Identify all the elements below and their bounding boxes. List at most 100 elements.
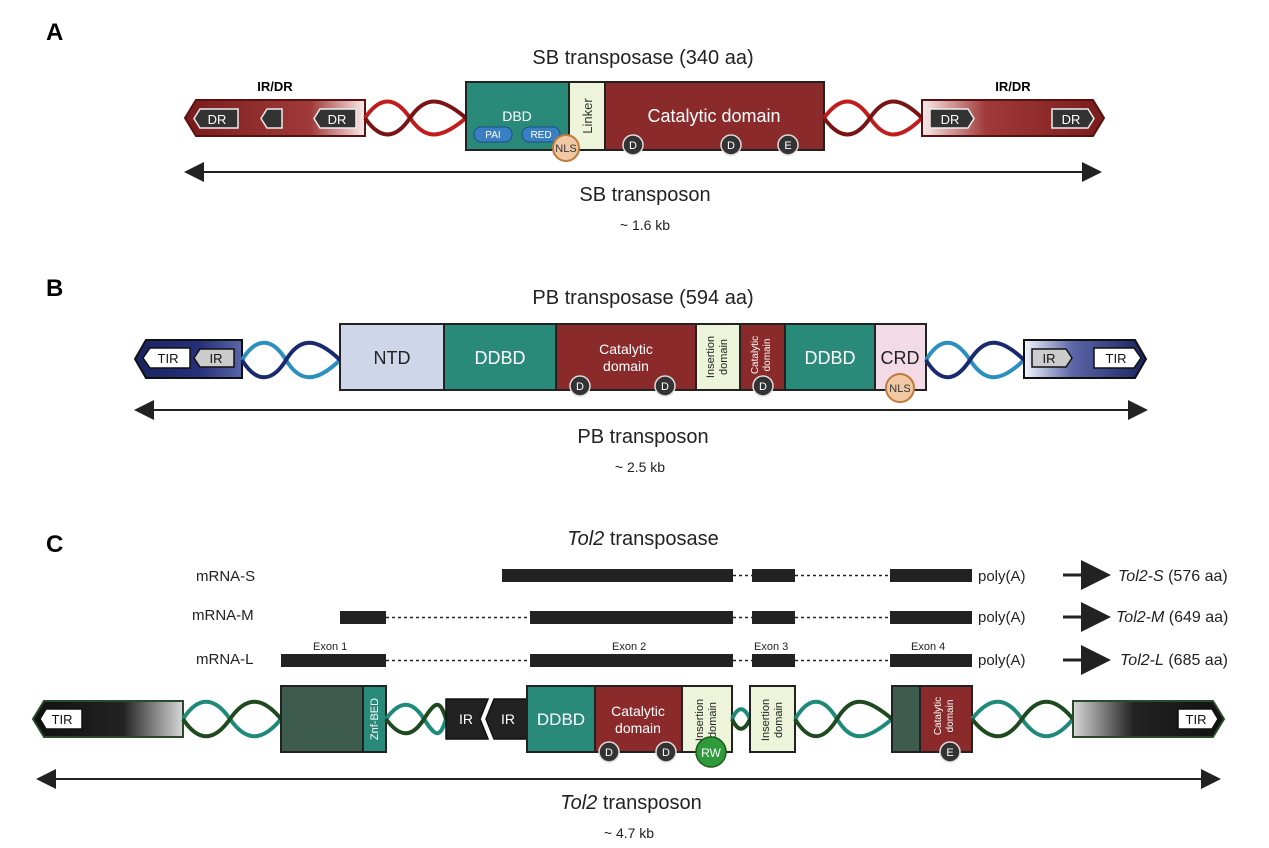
svg-text:DR: DR — [208, 112, 227, 127]
pb-transposon-size: ~ 2.5 kb — [615, 459, 665, 475]
pb-crd-domain — [874, 323, 927, 391]
pb-d-residue-3: D — [752, 375, 774, 397]
pb-catalytic-label-2: domain — [603, 358, 649, 374]
pb-catalytic-small-label-1: Catalytic — [750, 336, 761, 374]
tol2-exon1-block — [280, 685, 364, 753]
svg-text:D: D — [759, 381, 767, 393]
dna-helix-c-5 — [970, 699, 1075, 739]
sb-e-residue: E — [777, 134, 799, 156]
tol2-znf-bed-label: Znf-BED — [369, 698, 381, 740]
pb-catalytic-label-1: Catalytic — [599, 341, 653, 357]
sb-linker-label: Linker — [580, 98, 595, 134]
svg-text:TIR: TIR — [1106, 351, 1127, 366]
ir-dr-right-label: IR/DR — [995, 79, 1031, 94]
ir-dr-left-label: IR/DR — [257, 79, 293, 94]
svg-text:IR: IR — [1043, 351, 1056, 366]
dna-helix-b-right — [924, 340, 1026, 380]
tol2-ir-left: IR — [445, 698, 490, 740]
mrna-l-exons — [281, 654, 972, 667]
svg-text:RED: RED — [530, 130, 551, 141]
ir-left-arrow — [260, 108, 283, 129]
dr-right-2: DR — [1051, 108, 1095, 129]
svg-text:D: D — [605, 747, 613, 759]
pb-ddbd-label-2: DDBD — [804, 348, 855, 368]
dna-helix-c-2 — [384, 702, 448, 736]
red-subdomain: RED — [521, 126, 561, 143]
pb-insertion-label-1: Insertion — [705, 336, 717, 378]
tol2-s-label: Tol2-S (576 aa) — [1118, 568, 1228, 585]
tol2-m-label: Tol2-M (649 aa) — [1116, 609, 1228, 626]
pb-tir-left: TIR — [142, 347, 191, 369]
tol2-insertion-domain-2 — [749, 685, 796, 753]
sb-dbd-label: DBD — [502, 108, 532, 124]
dr-left-1: DR — [193, 108, 239, 129]
sb-d-residue-2: D — [720, 134, 742, 156]
dr-left-2: DR — [313, 108, 357, 129]
tol2-insertion-label-2a: Insertion — [760, 699, 772, 741]
tol2-transposon-size: ~ 4.7 kb — [604, 825, 654, 841]
mrna-l-polya: poly(A) — [978, 652, 1026, 669]
exon-2-label: Exon 2 — [612, 641, 646, 653]
svg-text:D: D — [661, 381, 669, 393]
sb-transposon-size: ~ 1.6 kb — [620, 217, 670, 233]
svg-text:IR: IR — [210, 351, 223, 366]
mrna-s-label: mRNA-S — [196, 568, 255, 585]
pb-ntd-domain — [339, 323, 445, 391]
svg-text:D: D — [576, 381, 584, 393]
svg-text:NLS: NLS — [555, 143, 576, 155]
svg-text:IR: IR — [501, 711, 515, 727]
dr-right-1: DR — [929, 108, 975, 129]
nls-pb: NLS — [885, 373, 915, 403]
tol2-rw-motif: RW — [695, 736, 727, 768]
pb-d-residue-1: D — [569, 375, 591, 397]
svg-text:DR: DR — [941, 112, 960, 127]
dna-helix-a-right — [822, 99, 924, 137]
pb-insertion-domain — [695, 323, 741, 391]
dna-helix-a-left — [363, 99, 468, 137]
exon-4-label: Exon 4 — [911, 641, 945, 653]
mrna-s-exons — [502, 569, 972, 582]
tol2-catalytic-label-2: domain — [615, 720, 661, 736]
mrna-m-label: mRNA-M — [192, 607, 254, 624]
pb-ir-left: IR — [193, 348, 235, 368]
svg-text:TIR: TIR — [1186, 712, 1207, 727]
tol2-transposase-title: Tol2 transposase — [567, 528, 719, 550]
tol2-insertion-label-1a: Insertion — [694, 699, 706, 741]
tol2-catalytic-domain-2 — [919, 685, 973, 753]
tol2-tir-left: TIR — [39, 708, 83, 730]
tol2-ddbd-label: DDBD — [537, 710, 585, 729]
tol2-catalytic-2-label-2: domain — [945, 700, 956, 733]
pb-catalytic-small-label-2: domain — [762, 339, 773, 372]
tol2-ir-right: IR — [485, 698, 528, 740]
panel-c: C Tol2 transposase mRNA-S poly(A) Tol2-S… — [31, 528, 1228, 841]
nls-sb: NLS — [552, 134, 580, 162]
svg-text:TIR: TIR — [52, 712, 73, 727]
svg-text:RW: RW — [701, 746, 721, 760]
svg-text:DR: DR — [1062, 112, 1081, 127]
pb-ir-right: IR — [1031, 348, 1073, 368]
sb-transposase-title: SB transposase (340 aa) — [532, 47, 753, 69]
mrna-l-label: mRNA-L — [196, 651, 254, 668]
svg-text:NLS: NLS — [889, 383, 910, 395]
svg-text:IR: IR — [459, 711, 473, 727]
svg-text:DR: DR — [328, 112, 347, 127]
tol2-exon4-block — [891, 685, 921, 753]
tol2-e-residue: E — [939, 741, 961, 763]
tol2-catalytic-2-label-1: Catalytic — [933, 697, 944, 735]
pb-ddbd-label-1: DDBD — [474, 348, 525, 368]
pb-crd-label: CRD — [881, 348, 920, 368]
sb-catalytic-label: Catalytic domain — [647, 106, 780, 126]
mrna-s-polya: poly(A) — [978, 568, 1026, 585]
panel-c-letter: C — [46, 531, 63, 558]
exon-3-label: Exon 3 — [754, 641, 788, 653]
tol2-catalytic-label-1: Catalytic — [611, 703, 665, 719]
dna-helix-c-3 — [730, 707, 752, 731]
exon-1-label: Exon 1 — [313, 641, 347, 653]
panel-a-letter: A — [46, 19, 63, 46]
tol2-ddbd-domain — [526, 685, 596, 753]
panel-a: A SB transposase (340 aa) IR/DR DR DR DB… — [46, 19, 1106, 233]
tol2-insertion-label-2b: domain — [773, 702, 785, 738]
svg-text:D: D — [662, 747, 670, 759]
dna-helix-c-1 — [181, 699, 283, 739]
pb-d-residue-2: D — [654, 375, 676, 397]
